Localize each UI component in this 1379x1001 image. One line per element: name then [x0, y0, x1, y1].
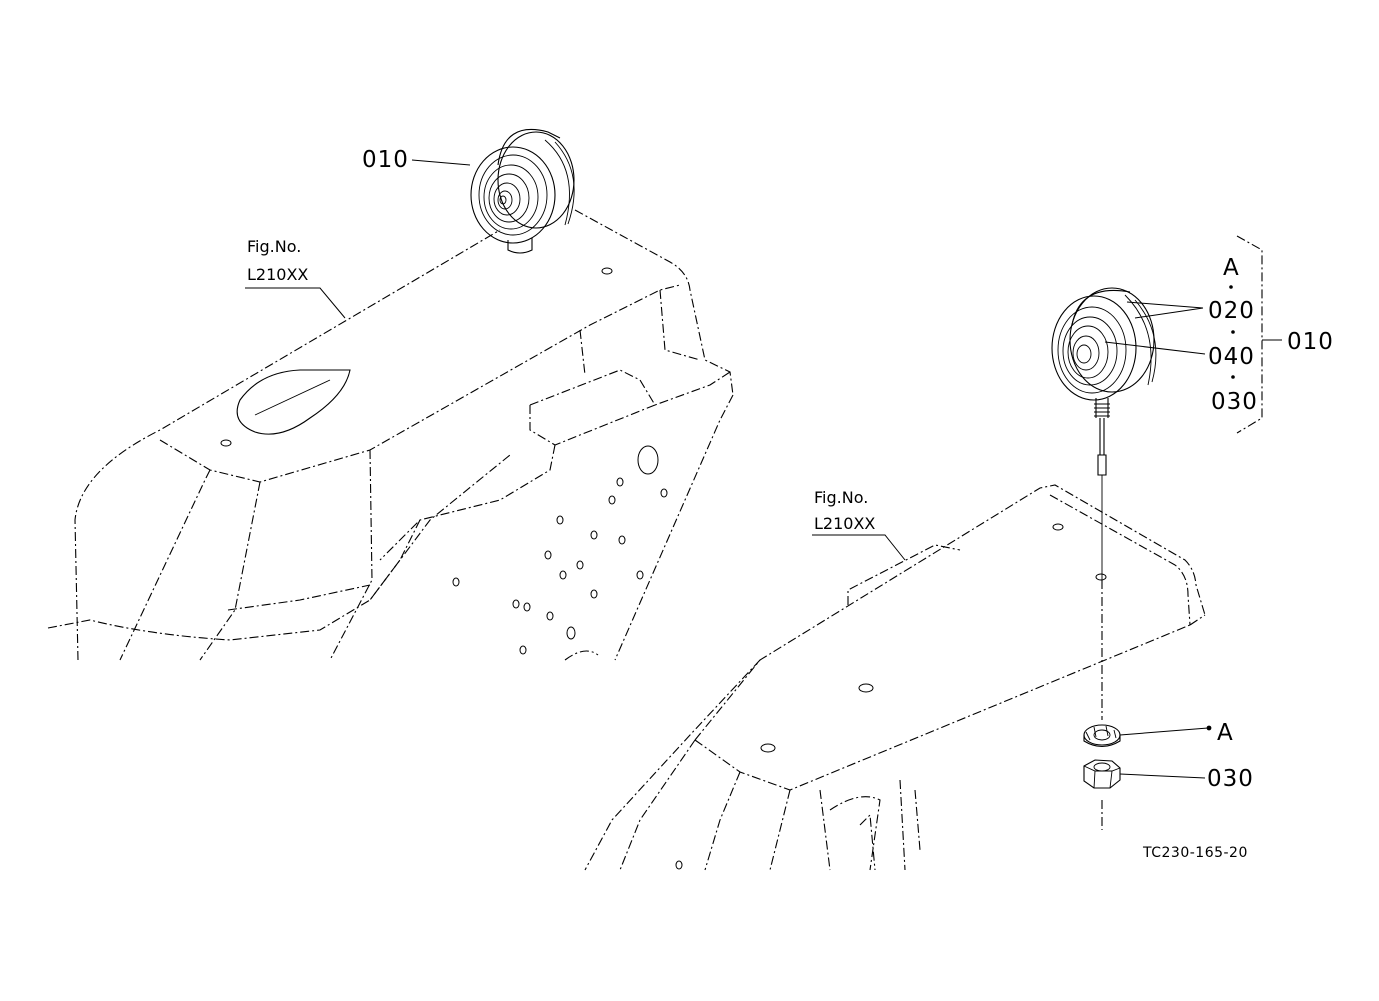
right-work-lamp	[1051, 287, 1157, 830]
leader-lines	[245, 159, 1282, 779]
fig-ref-left-line2: L210XX	[247, 265, 308, 284]
callout-030-top: 030	[1211, 389, 1258, 415]
callout-030-nut: 030	[1207, 766, 1254, 792]
callout-010-right: 010	[1287, 329, 1334, 355]
callout-040: 040	[1208, 344, 1255, 370]
callout-A-washer: A	[1217, 720, 1234, 746]
right-fender	[584, 484, 1206, 871]
left-fender	[47, 209, 734, 661]
left-work-lamp	[470, 128, 575, 254]
lock-washer	[1083, 724, 1121, 748]
callout-020: 020	[1208, 298, 1255, 324]
drawing-code: TC230-165-20	[1142, 845, 1248, 861]
fig-ref-right-line2: L210XX	[814, 514, 875, 533]
fig-ref-right-line1: Fig.No.	[814, 488, 868, 507]
fig-ref-left-line1: Fig.No.	[247, 237, 301, 256]
callout-010-left: 010	[362, 147, 409, 173]
hex-nut	[1083, 759, 1121, 789]
callout-A-top: A	[1223, 255, 1240, 281]
